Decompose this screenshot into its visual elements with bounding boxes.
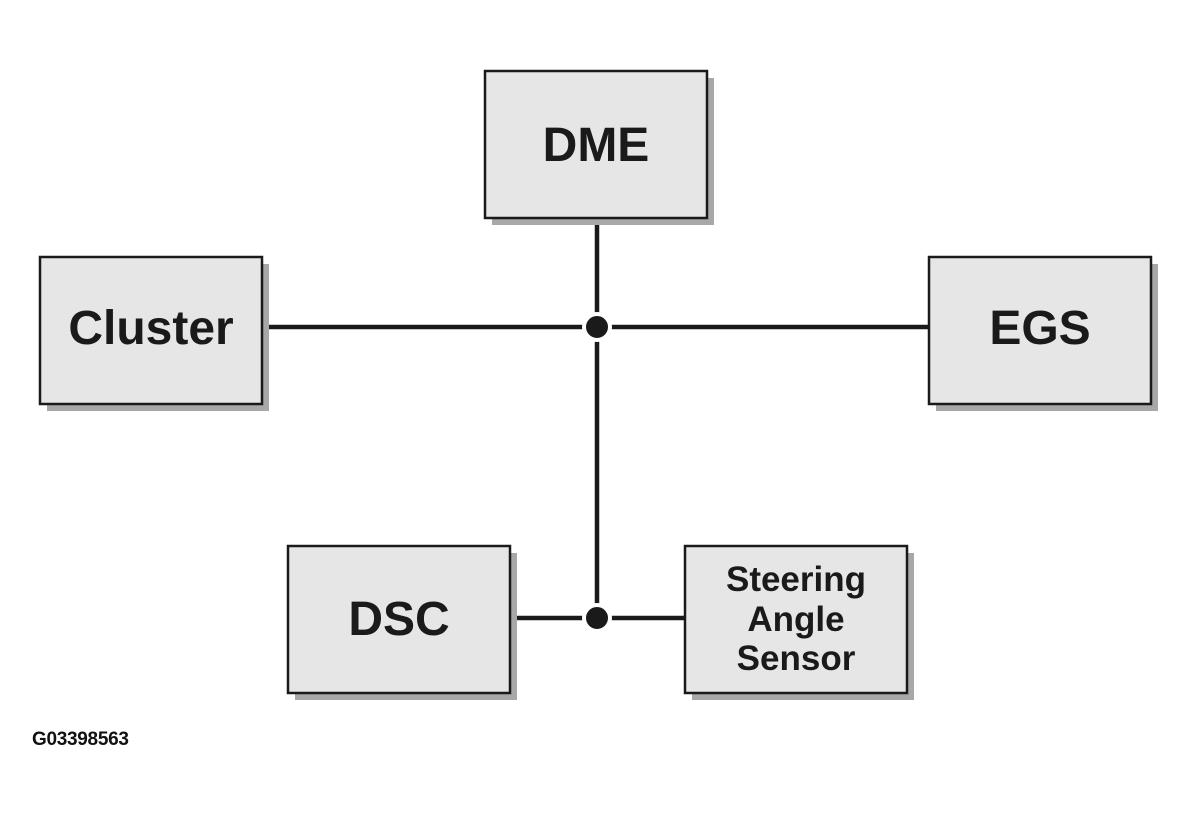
node-steering-box bbox=[683, 544, 909, 695]
node-steering-angle-sensor: Steering Angle Sensor bbox=[683, 544, 914, 700]
junction-lower bbox=[582, 603, 612, 633]
node-cluster-box bbox=[38, 255, 264, 406]
junction-upper bbox=[582, 312, 612, 342]
node-dme-box bbox=[483, 69, 709, 220]
node-dsc-box bbox=[286, 544, 512, 695]
node-dsc-label: DSC bbox=[348, 593, 449, 646]
node-steering-label-line3: Sensor bbox=[737, 639, 856, 678]
junctions bbox=[582, 312, 612, 633]
node-cluster-label: Cluster bbox=[68, 302, 233, 355]
node-dme-label: DME bbox=[543, 119, 650, 172]
node-egs-box bbox=[927, 255, 1153, 406]
node-cluster: Cluster bbox=[38, 255, 269, 411]
node-egs: EGS bbox=[927, 255, 1158, 411]
figure-code: G03398563 bbox=[32, 729, 129, 750]
node-steering-label-line1: Steering bbox=[726, 560, 866, 599]
node-dme: DME bbox=[483, 69, 714, 225]
node-steering-label-line2: Angle bbox=[747, 600, 844, 639]
node-egs-label: EGS bbox=[989, 302, 1090, 355]
node-dsc: DSC bbox=[286, 544, 517, 700]
